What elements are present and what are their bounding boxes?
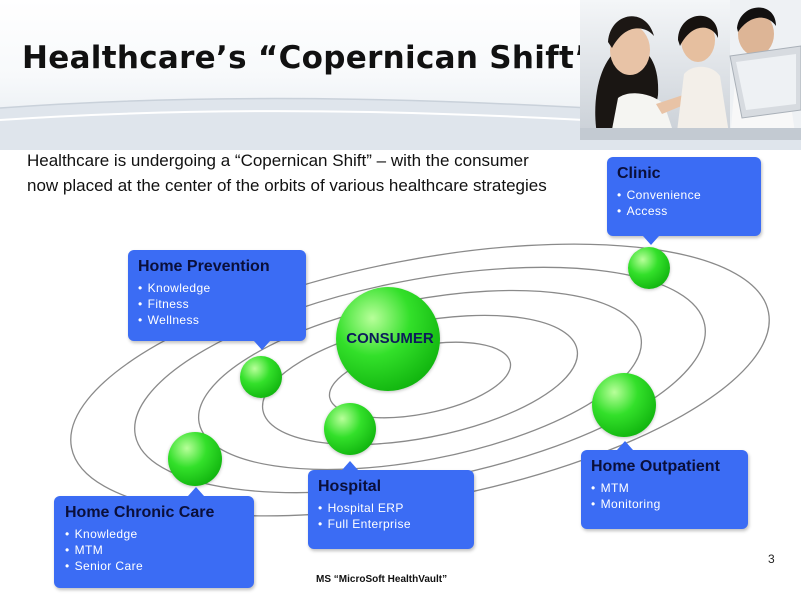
hospital-planet (324, 403, 376, 455)
callout-hospital-item: Hospital ERP (318, 500, 464, 516)
callout-home-prevention-item: Knowledge (138, 280, 296, 296)
callout-hospital-title: Hospital (318, 478, 382, 495)
callout-home-chronic-care: Home Chronic Care Knowledge MTM Senior C… (54, 487, 254, 588)
callout-clinic: Clinic Convenience Access (607, 157, 761, 245)
callout-pointer (617, 441, 633, 450)
callout-home-outpatient-title: Home Outpatient (591, 458, 720, 475)
callout-home-outpatient: Home Outpatient MTM Monitoring (581, 441, 748, 529)
callout-hospital: Hospital Hospital ERP Full Enterprise (308, 461, 474, 549)
callout-home-prevention-title: Home Prevention (138, 258, 270, 275)
page-number: 3 (768, 552, 775, 566)
people-at-laptop-photo (580, 0, 801, 140)
callout-home-prevention: Home Prevention Knowledge Fitness Wellne… (128, 250, 306, 350)
callout-home-chronic-care-item: Senior Care (65, 558, 244, 574)
callout-home-prevention-item: Wellness (138, 312, 296, 328)
home-chronic-care-planet (168, 432, 222, 486)
callout-pointer (643, 236, 659, 245)
home-outpatient-planet (592, 373, 656, 437)
home-prevention-planet (240, 356, 282, 398)
callout-pointer (188, 487, 204, 496)
callout-home-chronic-care-title: Home Chronic Care (65, 504, 215, 521)
callout-pointer (254, 341, 270, 350)
callout-hospital-item: Full Enterprise (318, 516, 464, 532)
clinic-planet (628, 247, 670, 289)
callout-clinic-item: Access (617, 203, 751, 219)
callout-home-prevention-item: Fitness (138, 296, 296, 312)
callout-home-outpatient-item: Monitoring (591, 496, 738, 512)
callout-home-chronic-care-item: MTM (65, 542, 244, 558)
consumer-label: CONSUMER (346, 330, 434, 347)
callout-pointer (342, 461, 358, 470)
footnote: MS “MicroSoft HealthVault” (316, 574, 448, 585)
callout-clinic-title: Clinic (617, 165, 661, 182)
consumer-planet (336, 287, 440, 391)
page-title: Healthcare’s “Copernican Shift” (22, 40, 595, 76)
intro-text: Healthcare is undergoing a “Copernican S… (27, 151, 547, 195)
callout-home-chronic-care-item: Knowledge (65, 526, 244, 542)
callout-home-outpatient-item: MTM (591, 480, 738, 496)
callout-clinic-item: Convenience (617, 187, 751, 203)
